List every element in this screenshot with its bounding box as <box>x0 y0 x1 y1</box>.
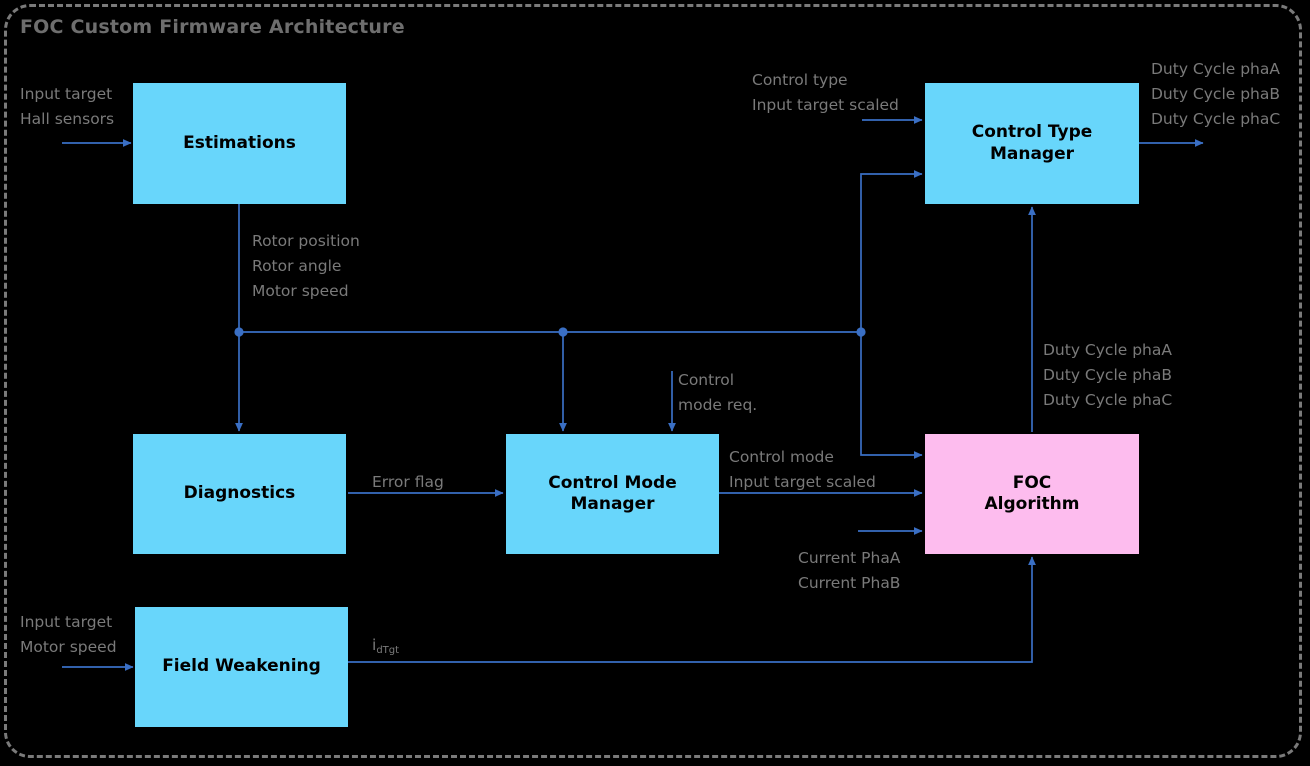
diagram-title: FOC Custom Firmware Architecture <box>20 16 405 38</box>
block-estimations-label: Estimations <box>183 132 296 153</box>
block-field-weakening[interactable]: Field Weakening <box>135 607 348 727</box>
block-control-mode-manager[interactable]: Control Mode Manager <box>506 434 719 554</box>
block-estimations[interactable]: Estimations <box>133 83 346 204</box>
block-control-type-manager[interactable]: Control Type Manager <box>925 83 1139 204</box>
block-diagnostics-label: Diagnostics <box>183 483 296 504</box>
label-current-phase-inputs: Current PhaA Current PhaB <box>798 549 901 593</box>
label-field-weakening-inputs: Input target Motor speed <box>20 613 117 657</box>
label-control-type-outputs: Duty Cycle phaA Duty Cycle phaB Duty Cyc… <box>1151 60 1281 129</box>
block-foc-algorithm[interactable]: FOC Algorithm <box>925 434 1139 554</box>
label-id-target-base: i <box>372 636 377 654</box>
label-foc-duty-outputs: Duty Cycle phaA Duty Cycle phaB Duty Cyc… <box>1043 341 1173 410</box>
label-control-type-inputs: Control type Input target scaled <box>752 71 899 115</box>
block-foc-algorithm-label: FOC Algorithm <box>984 472 1080 514</box>
label-estimations-outputs: Rotor position Rotor angle Motor speed <box>252 232 360 301</box>
block-diagnostics[interactable]: Diagnostics <box>133 434 346 554</box>
label-id-target: idTgt <box>372 633 399 658</box>
label-control-mode-req: Control mode req. <box>678 371 758 415</box>
label-id-target-sub: dTgt <box>376 645 400 656</box>
block-control-mode-manager-label: Control Mode Manager <box>548 472 677 514</box>
label-error-flag: Error flag <box>372 473 444 491</box>
diagram-frame-border <box>4 4 1302 758</box>
block-field-weakening-label: Field Weakening <box>162 656 321 677</box>
label-estimations-inputs: Input target Hall sensors <box>20 85 115 129</box>
block-control-type-manager-label: Control Type Manager <box>971 122 1093 164</box>
label-control-mode-out: Control mode Input target scaled <box>729 448 876 492</box>
